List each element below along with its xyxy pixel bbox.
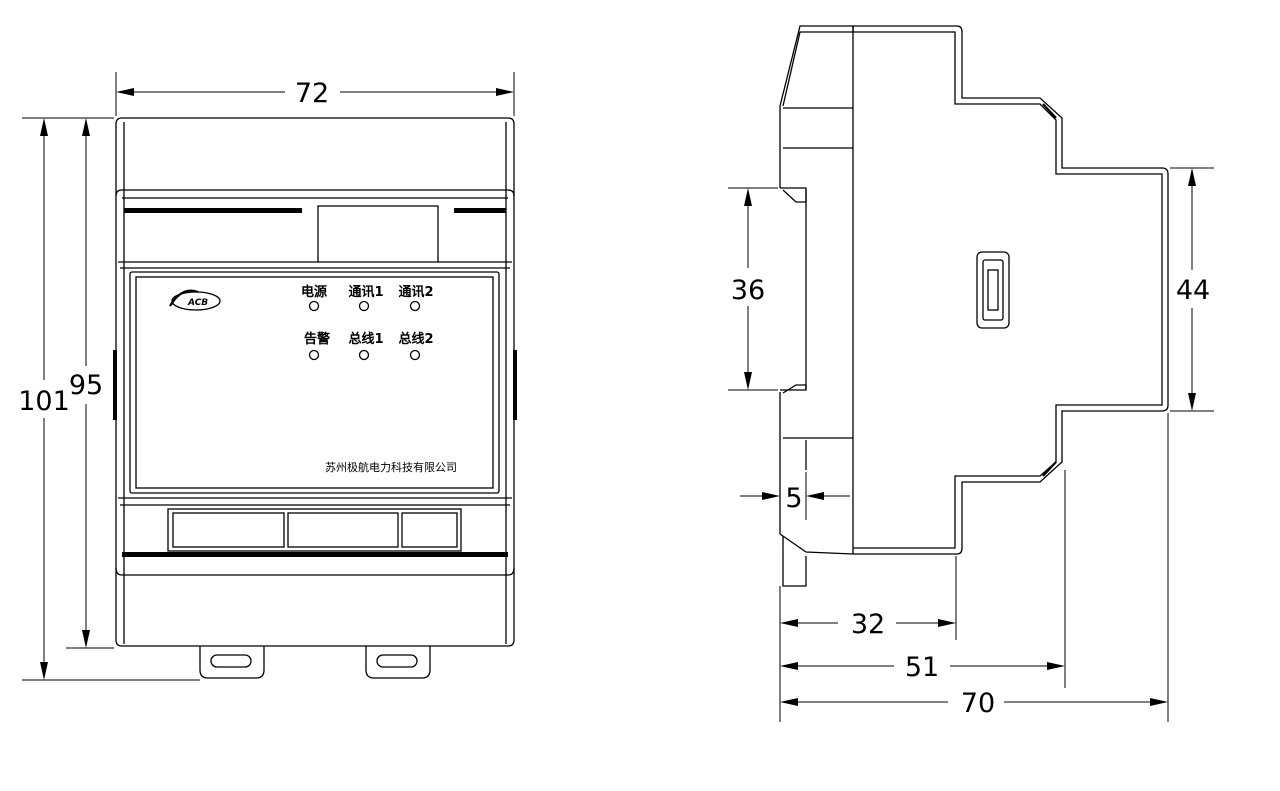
led-bus1 [358, 349, 370, 361]
dim-width-72: 72 [115, 72, 515, 116]
side-chamfer-top [1042, 103, 1057, 119]
led-power [308, 300, 320, 312]
led-bus2 [409, 349, 421, 361]
terminal-block-2 [287, 512, 399, 548]
led-label-power: 电源 [301, 284, 327, 300]
led-label-comm1: 通讯1 [348, 284, 383, 300]
front-top-tab [317, 205, 439, 262]
front-groove-left [124, 208, 302, 213]
dim-70-text: 70 [961, 688, 995, 719]
dim-51-text: 51 [905, 652, 939, 683]
front-upper-band [115, 189, 515, 197]
dim-height-101: 101 [18, 117, 200, 681]
front-lower-band-bottom [115, 567, 515, 576]
dim-depth-51: 51 [780, 652, 1065, 683]
dim-rail-36: 36 [728, 187, 778, 391]
company-name: 苏州极航电力科技有限公司 [325, 460, 457, 474]
dim-5-text: 5 [785, 483, 802, 514]
front-view: ACB 电源 通讯1 通讯2 告警 总线1 总线2 苏州极航电力科技有限公司 [18, 72, 517, 681]
side-chamfer-bottom [1042, 461, 1057, 477]
side-body-outline-inner [853, 31, 1163, 549]
logo-text: ACB [187, 298, 208, 308]
dim-101-text: 101 [18, 386, 70, 417]
dim-36-text: 36 [731, 275, 765, 306]
dim-72-text: 72 [295, 78, 329, 109]
led-alarm [308, 349, 320, 361]
led-label-bus1: 总线1 [348, 331, 383, 347]
dim-depth-70: 70 [780, 688, 1168, 719]
side-rail-clip-top [780, 187, 807, 203]
front-faceplate [135, 276, 494, 489]
front-faceplate-inner [129, 271, 500, 494]
terminal-block-1 [172, 512, 285, 548]
led-label-comm2: 通讯2 [398, 284, 433, 300]
side-front-nose [779, 25, 854, 107]
logo: ACB [169, 289, 221, 311]
front-groove-right [454, 208, 506, 213]
side-rail-clip-bottom [780, 384, 807, 394]
led-comm1 [358, 300, 370, 312]
side-body-outline [853, 25, 1169, 555]
side-connector-slot [976, 251, 1010, 329]
side-view: 36 44 5 [728, 25, 1214, 722]
front-side-latch-left [113, 350, 117, 420]
led-label-alarm: 告警 [304, 331, 330, 347]
rail-clip-left [199, 646, 265, 679]
dim-height-95: 95 [66, 118, 114, 649]
front-groove-bottom [122, 552, 508, 557]
led-label-bus2: 总线2 [398, 331, 433, 347]
front-side-latch-right [513, 350, 517, 420]
front-housing-outline [115, 117, 515, 647]
dim-depth-32: 32 [780, 609, 956, 640]
side-bottom-foot [779, 533, 854, 587]
terminal-frame [167, 508, 462, 552]
dim-32-text: 32 [851, 609, 885, 640]
dim-95-text: 95 [69, 370, 103, 401]
led-comm2 [409, 300, 421, 312]
dim-clip-5: 5 [740, 472, 850, 520]
dim-right-44: 44 [1170, 167, 1214, 412]
logo-swoosh [169, 289, 199, 307]
rail-clip-right [365, 646, 431, 679]
terminal-block-3 [401, 512, 458, 548]
dim-44-text: 44 [1176, 275, 1210, 306]
